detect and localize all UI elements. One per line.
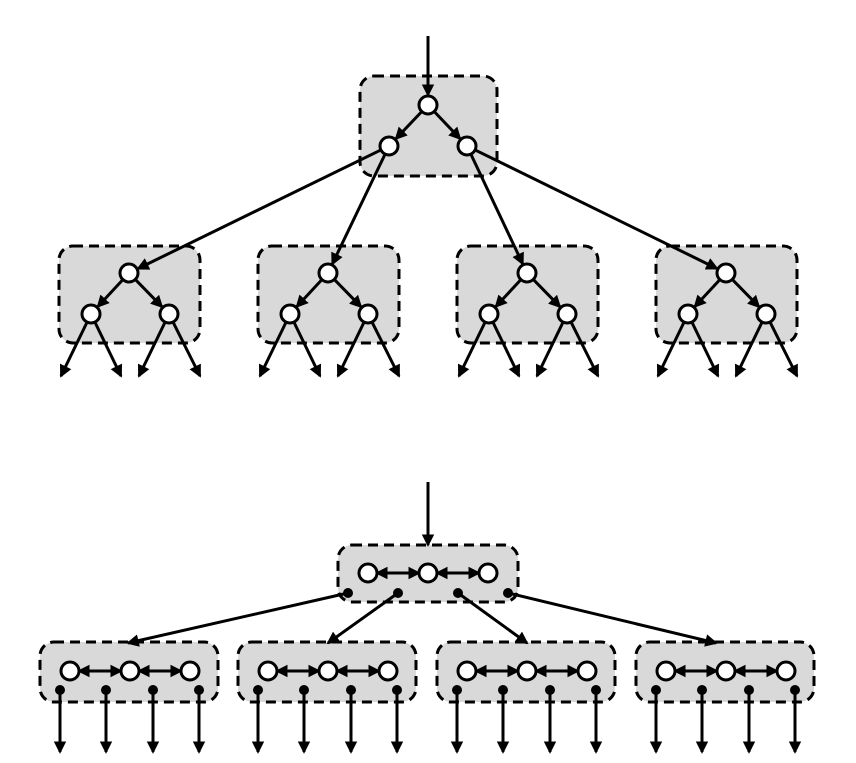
root-to-child-edge-3	[469, 153, 525, 266]
btree-pointer-dot	[55, 685, 65, 695]
btree-pointer-dot	[194, 685, 204, 695]
child-top-node	[516, 262, 538, 284]
root-top-node	[417, 94, 439, 116]
btree-child-block-1	[38, 640, 220, 754]
leaf-edge	[690, 321, 720, 378]
child-right-node	[755, 303, 777, 325]
btree-root-pointer-edge-4	[507, 591, 718, 647]
child-left-edge	[494, 278, 522, 309]
btree-pointer-dot	[651, 685, 661, 695]
child-block-4	[654, 244, 799, 378]
btree-key	[317, 660, 339, 682]
child-right-edge	[532, 278, 562, 309]
child-left-node	[279, 303, 301, 325]
child-left-edge	[295, 278, 323, 309]
leaf-edge	[336, 321, 366, 378]
child-top-node	[715, 262, 737, 284]
child-block-1	[57, 244, 202, 378]
btree-pointer-dot	[452, 685, 462, 695]
child-right-node	[357, 303, 379, 325]
leaf-edge	[171, 321, 202, 378]
btree-child-block-3	[435, 640, 617, 754]
leaf-edge	[569, 321, 600, 378]
btree-key	[516, 660, 538, 682]
child-right-node	[556, 303, 578, 325]
btree-pointer-dot	[253, 685, 263, 695]
child-right-node	[158, 303, 180, 325]
btree-root-key	[357, 562, 379, 584]
btree-pointer-dot	[299, 685, 309, 695]
leaf-edge	[258, 321, 288, 378]
btree-root-pointer-edge-3	[457, 591, 529, 645]
leaf-edge	[457, 321, 487, 378]
btree-pointer-dot	[101, 685, 111, 695]
root-to-child-edge-1	[136, 148, 382, 270]
child-left-node	[677, 303, 699, 325]
btree-root-pointer-dot	[453, 588, 463, 598]
leaf-edge	[656, 321, 686, 378]
leaf-edge	[370, 321, 401, 378]
btree-pointer-dot	[790, 685, 800, 695]
btree-root-pointer-dot	[343, 588, 353, 598]
root-right-edge	[433, 110, 462, 141]
leaf-edge	[292, 321, 322, 378]
btree-pointer-dot	[148, 685, 158, 695]
btree-pointer-dot	[591, 685, 601, 695]
child-block-box	[455, 244, 600, 345]
child-top-node	[118, 262, 140, 284]
btree-key	[456, 660, 478, 682]
child-right-edge	[333, 278, 363, 309]
btree-key	[59, 660, 81, 682]
btree-pointer-dot	[346, 685, 356, 695]
btree-root-pointer-edge-2	[326, 591, 399, 645]
btree-pointer-dot	[697, 685, 707, 695]
btree-root-key	[477, 562, 499, 584]
root-to-child-edge-4	[474, 148, 719, 270]
child-block-3	[455, 244, 600, 378]
child-left-edge	[693, 278, 721, 309]
btree-key	[715, 660, 737, 682]
btree-key	[179, 660, 201, 682]
binary-tree-diagram	[57, 36, 799, 378]
leaf-edge	[734, 321, 764, 378]
child-block-box	[654, 244, 799, 345]
btree-pointer-dot	[545, 685, 555, 695]
btree-key	[377, 660, 399, 682]
leaf-edge	[535, 321, 565, 378]
b-tree-diagram	[38, 482, 816, 754]
btree-child-block-4	[634, 640, 816, 754]
child-right-edge	[731, 278, 761, 309]
leaf-edge	[137, 321, 167, 378]
btree-child-block-2	[236, 640, 418, 754]
root-right-node	[456, 135, 478, 157]
btree-pointer-dot	[744, 685, 754, 695]
child-top-node	[317, 262, 339, 284]
btree-pointer-dot	[392, 685, 402, 695]
btree-root-pointer-dot	[503, 588, 513, 598]
root-left-edge	[394, 110, 423, 141]
child-block-2	[256, 244, 401, 378]
child-right-edge	[134, 278, 164, 309]
child-block-box	[57, 244, 202, 345]
leaf-edge	[768, 321, 799, 378]
root-to-child-edge-2	[330, 153, 387, 266]
leaf-edge	[59, 321, 89, 378]
child-left-node	[478, 303, 500, 325]
btree-key	[257, 660, 279, 682]
root-left-node	[378, 135, 400, 157]
leaf-edge	[93, 321, 123, 378]
btree-root-pointer-edge-1	[126, 591, 349, 647]
btree-root-pointer-dot	[393, 588, 403, 598]
btree-key	[576, 660, 598, 682]
child-left-node	[80, 303, 102, 325]
btree-key	[119, 660, 141, 682]
child-block-box	[256, 244, 401, 345]
btree-root-key	[417, 562, 439, 584]
child-left-edge	[96, 278, 124, 309]
btree-key	[775, 660, 797, 682]
leaf-edge	[491, 321, 521, 378]
btree-pointer-dot	[498, 685, 508, 695]
btree-key	[655, 660, 677, 682]
